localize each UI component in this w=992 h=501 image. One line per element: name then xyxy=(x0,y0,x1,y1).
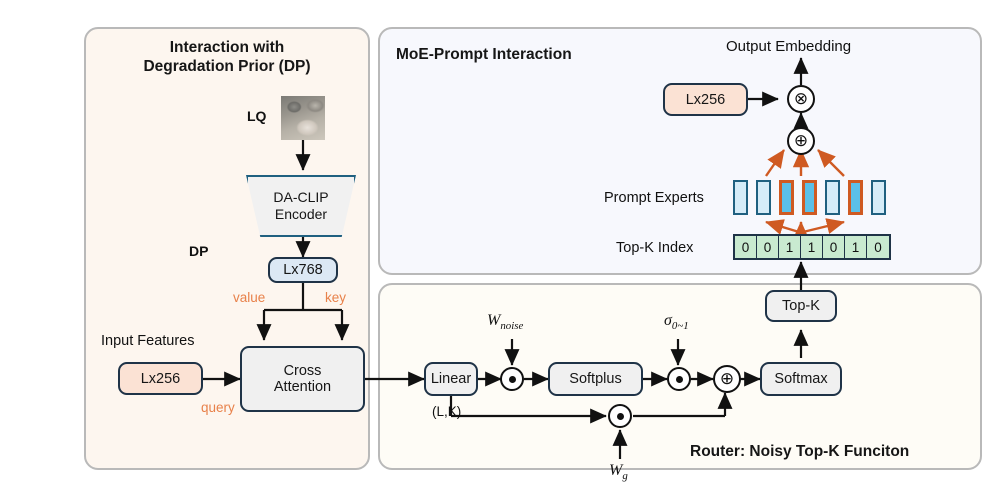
prompt-expert-2 xyxy=(756,180,771,215)
topk-cell: 1 xyxy=(779,236,801,258)
sum-operator-moe: ⊕ xyxy=(787,127,815,155)
prompt-expert-6 xyxy=(848,180,863,215)
sigma-sub: 0~1 xyxy=(671,320,689,333)
input-features-label: Input Features xyxy=(101,333,195,349)
linear-block: Linear xyxy=(424,362,478,396)
panel-title-moe: MoE-Prompt Interaction xyxy=(396,46,572,63)
topk-cell: 1 xyxy=(845,236,867,258)
prompt-expert-4 xyxy=(802,180,817,215)
topk-index-row: 0 0 1 1 0 1 0 xyxy=(733,234,891,260)
input-box-lx256: Lx256 xyxy=(118,362,203,395)
sum-symbol-router: ⊕ xyxy=(719,368,735,389)
panel-title-degradation-prior: Interaction with Degradation Prior (DP) xyxy=(84,38,370,76)
cross-attention-line2: Attention xyxy=(273,379,332,395)
sum-operator-router: ⊕ xyxy=(713,365,741,393)
cross-attention-block: Cross Attention xyxy=(240,346,365,412)
sum-symbol-moe: ⊕ xyxy=(793,130,809,151)
panel-title-router: Router: Noisy Top-K Funciton xyxy=(690,443,910,460)
prompt-expert-1 xyxy=(733,180,748,215)
w-noise-base: W xyxy=(487,312,501,329)
softmax-block: Softmax xyxy=(760,362,842,396)
w-g-label: Wg xyxy=(609,462,628,482)
topk-block: Top-K xyxy=(765,290,837,322)
dp-title-line1: Interaction with xyxy=(169,39,285,56)
sigma-base: σ xyxy=(664,312,672,329)
lq-label: LQ xyxy=(247,108,267,124)
softplus-block: Softplus xyxy=(548,362,643,396)
output-box-lx256: Lx256 xyxy=(663,83,748,116)
prompt-experts-label: Prompt Experts xyxy=(604,190,704,206)
sigma-label: σ0~1 xyxy=(664,312,689,332)
prompt-expert-3 xyxy=(779,180,794,215)
w-noise-label: Wnoise xyxy=(487,312,523,332)
prompt-expert-7 xyxy=(871,180,886,215)
encoder-line1: DA-CLIP xyxy=(273,189,329,205)
topk-cell: 0 xyxy=(735,236,757,258)
cross-attention-line1: Cross xyxy=(283,363,322,379)
query-label: query xyxy=(201,400,235,415)
value-label: value xyxy=(233,290,266,305)
panel-moe-prompt-interaction xyxy=(378,27,982,275)
prompt-expert-5 xyxy=(825,180,840,215)
w-g-sub: g xyxy=(622,470,628,483)
encoder-line2: Encoder xyxy=(274,206,328,222)
topk-cell: 0 xyxy=(867,236,889,258)
dp-title-line2: Degradation Prior (DP) xyxy=(143,58,311,75)
w-noise-sub: noise xyxy=(500,320,524,333)
multiply-symbol: ⊗ xyxy=(793,88,809,109)
hadamard-operator-3 xyxy=(608,404,632,428)
hadamard-operator-2 xyxy=(667,367,691,391)
shape-label-lk: (L,K) xyxy=(432,404,462,419)
key-label: key xyxy=(325,290,347,305)
dp-label: DP xyxy=(189,243,209,259)
topk-cell: 0 xyxy=(757,236,779,258)
topk-cell: 1 xyxy=(801,236,823,258)
embedding-box-lx768: Lx768 xyxy=(268,257,338,283)
hadamard-operator-1 xyxy=(500,367,524,391)
topk-index-label: Top-K Index xyxy=(616,240,694,256)
multiply-operator: ⊗ xyxy=(787,85,815,113)
topk-cell: 0 xyxy=(823,236,845,258)
w-g-base: W xyxy=(609,462,623,479)
da-clip-encoder-block: DA-CLIP Encoder xyxy=(246,175,356,237)
lq-thumbnail-image xyxy=(281,96,325,140)
output-embedding-label: Output Embedding xyxy=(726,38,852,55)
